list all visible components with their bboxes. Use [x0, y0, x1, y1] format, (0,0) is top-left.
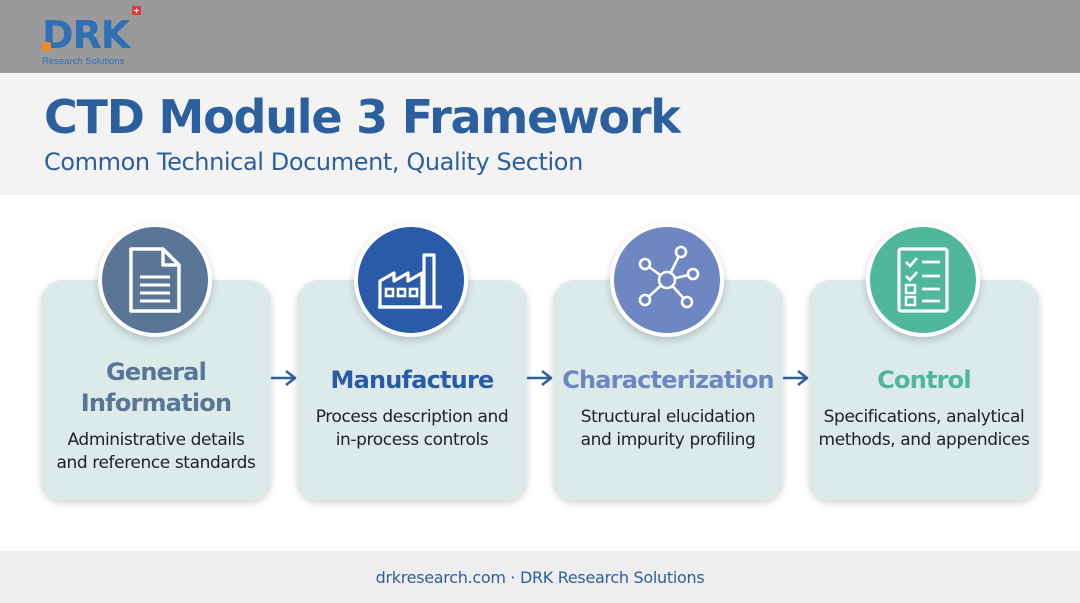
logo-dot-icon: [42, 42, 51, 51]
arrow-right-icon: [783, 370, 809, 386]
arrow-right-icon: [527, 370, 553, 386]
molecule-icon: [638, 245, 700, 309]
document-icon: [129, 247, 181, 313]
top-bar: [0, 0, 1080, 73]
checklist-icon: [897, 247, 949, 313]
title-band: [0, 73, 1080, 195]
card-title-characterization: Characterization: [562, 366, 774, 394]
card-manufacture-circle: [354, 223, 468, 337]
card-characterization-circle: [610, 223, 724, 337]
logo[interactable]: DRK + Research Solutions: [42, 6, 152, 68]
card-control-circle: [866, 223, 980, 337]
card-desc-manufacture-1: Process description and: [315, 407, 509, 427]
card-title-control: Control: [877, 366, 971, 394]
page-subtitle: Common Technical Document, Quality Secti…: [44, 148, 583, 176]
card-title-manufacture: Manufacture: [330, 366, 495, 394]
card-desc-general-1: Administrative details: [67, 430, 245, 450]
page-title: CTD Module 3 Framework: [44, 90, 681, 144]
swiss-flag-icon: +: [132, 6, 141, 15]
card-desc-manufacture-2: in-process controls: [335, 430, 489, 450]
footer-text[interactable]: drkresearch.com · DRK Research Solutions: [375, 568, 705, 587]
card-title-general-1: General: [106, 358, 207, 386]
footer: [0, 551, 1080, 603]
logo-text: DRK: [42, 13, 130, 57]
factory-icon: [378, 253, 442, 309]
card-title-general-2: Information: [80, 389, 232, 417]
card-desc-characterization-1: Structural elucidation: [580, 407, 756, 427]
card-desc-control-1: Specifications, analytical: [823, 407, 1025, 427]
card-general-circle: [98, 223, 212, 337]
card-desc-control-2: methods, and appendices: [818, 430, 1030, 450]
logo-subtitle: Research Solutions: [42, 56, 125, 67]
card-desc-characterization-2: and impurity profiling: [580, 430, 756, 450]
arrow-right-icon: [271, 370, 297, 386]
card-desc-general-2: and reference standards: [56, 453, 256, 473]
